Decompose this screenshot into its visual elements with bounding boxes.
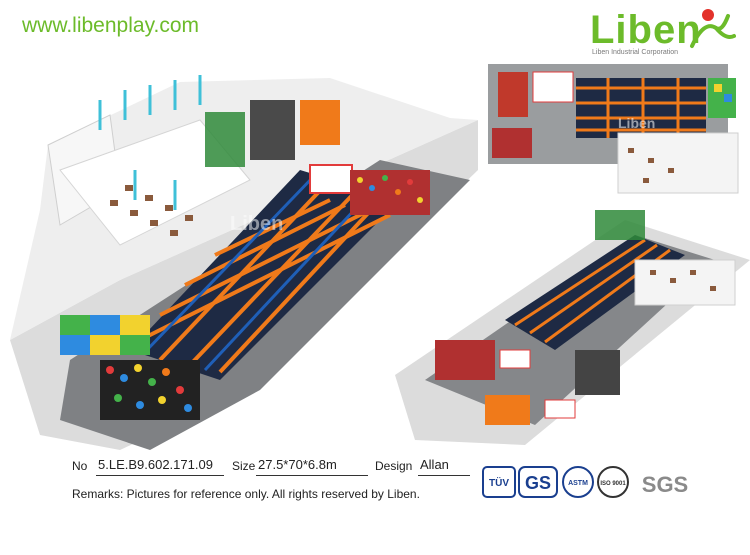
design-value: Allan xyxy=(420,457,449,472)
logo-jumper-icon xyxy=(690,9,736,48)
sgs-cert-icon: SGS xyxy=(642,472,688,497)
iso-cert-icon: ISO 9001 xyxy=(597,466,629,498)
gs-cert-icon: GS xyxy=(518,466,558,498)
no-underline xyxy=(96,475,224,476)
svg-text:ASTM: ASTM xyxy=(568,480,588,487)
svg-text:GS: GS xyxy=(525,473,551,493)
logo-wordmark: Liben xyxy=(590,8,702,52)
no-value: 5.LE.B9.602.171.09 xyxy=(98,457,213,472)
size-value: 27.5*70*6.8m xyxy=(258,457,337,472)
info-block: No 5.LE.B9.602.171.09 Size 27.5*70*6.8m … xyxy=(0,450,750,555)
tuv-cert-icon: TÜV xyxy=(482,466,516,498)
main-park-render: Liben xyxy=(10,75,478,450)
plan-watermark: Liben xyxy=(618,115,655,131)
no-label: No xyxy=(72,459,88,473)
svg-text:SGS: SGS xyxy=(642,472,688,497)
svg-text:ISO 9001: ISO 9001 xyxy=(600,481,626,487)
size-label: Size xyxy=(232,459,256,473)
liben-logo: Liben Liben Industrial Corporation xyxy=(590,8,740,60)
svg-text:TÜV: TÜV xyxy=(489,476,509,489)
logo-subtitle: Liben Industrial Corporation xyxy=(592,49,678,56)
website-url: www.libenplay.com xyxy=(22,14,200,37)
isometric-view-render xyxy=(395,210,750,445)
main-watermark: Liben xyxy=(230,213,283,235)
remarks-text: Remarks: Pictures for reference only. Al… xyxy=(72,487,420,501)
plan-view-render: Liben xyxy=(488,64,739,194)
design-label: Design xyxy=(375,459,413,473)
astm-cert-icon: ASTM xyxy=(562,466,594,498)
size-underline xyxy=(256,475,368,476)
design-underline xyxy=(418,475,470,476)
